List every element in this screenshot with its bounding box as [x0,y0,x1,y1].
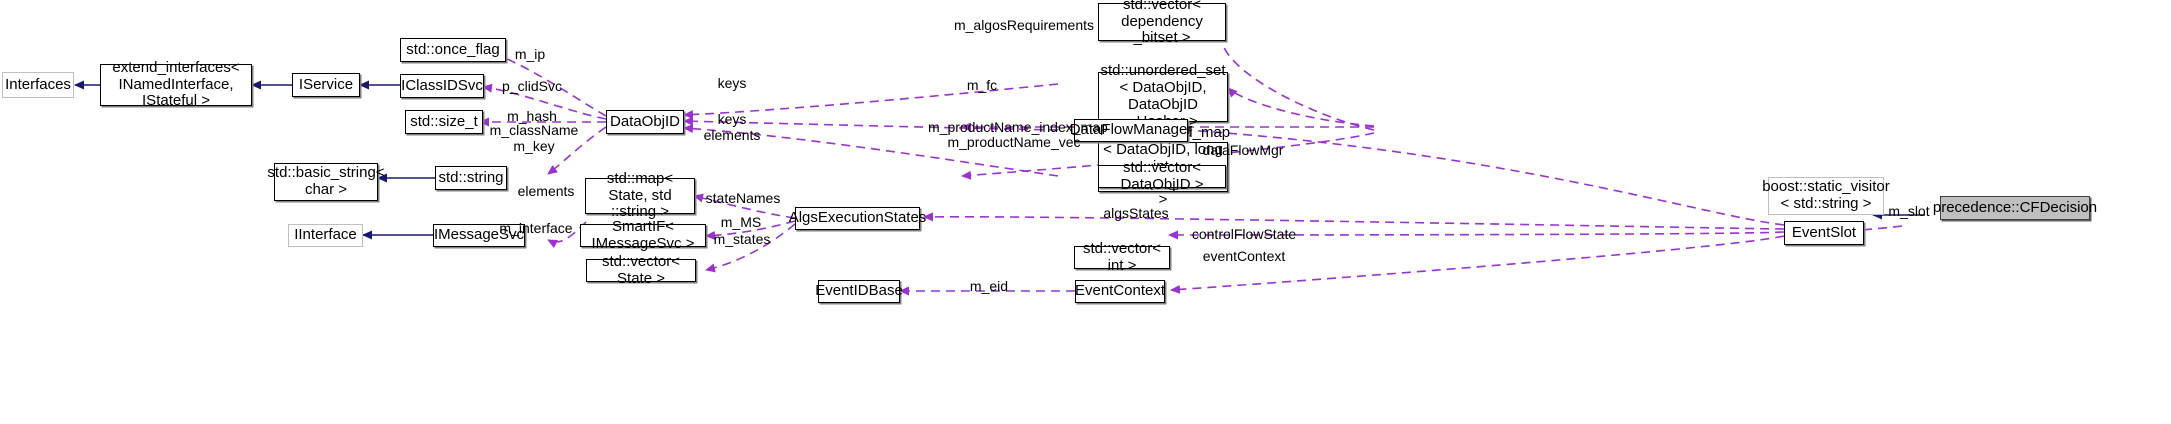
node-smartif-imessagesvc[interactable]: SmartIF< IMessageSvc > [580,218,706,251]
edge-label-m-fc: m_fc [966,77,998,93]
edge-label-keys-mid: keys [717,111,747,127]
node-iclassidsvc[interactable]: IClassIDSvc [400,74,484,98]
node-eventidbase[interactable]: EventIDBase [815,280,903,303]
edge-label-elements-left: elements [517,183,575,199]
node-std-vector-dataobjid[interactable]: std::vector< DataObjID > [1098,159,1226,192]
edge-label-m-ms: m_MS [720,214,762,230]
edge-label-p-clidsvc: p_clidSvc [502,78,562,94]
edge-label-m-interface: m_interface [499,220,573,236]
node-iinterface[interactable]: IInterface [288,224,363,247]
node-std-basic-string[interactable]: std::basic_string< char > [267,163,385,201]
edge-label-keys-top: keys [717,75,747,91]
node-std-once-flag[interactable]: std::once_flag [400,38,506,62]
edge-label-m-states: m_states [713,231,771,247]
node-std-vector-int[interactable]: std::vector< int > [1074,240,1170,273]
edge-label-m-algos-requirements: m_algosRequirements [953,17,1095,33]
edge-label-m-classname-m-key: m_className m_key [489,122,579,155]
edge-label-controlflowstate: controlFlowState [1191,226,1297,242]
node-iservice[interactable]: IService [292,73,360,97]
node-extend-interfaces[interactable]: extend_interfaces< INamedInterface, ISta… [100,59,252,109]
edge-label-dataflowmgr: dataFlowMgr [1202,142,1284,158]
edge-label-m-ip: m_ip [514,46,546,62]
node-imessagesvc[interactable]: IMessageSvc [433,224,525,247]
edge-label-m-productname-vec: m_productName_vec [947,134,1081,150]
edge-label-m-eid: m_eid [969,278,1009,294]
node-eventcontext[interactable]: EventContext [1075,280,1165,303]
node-std-size-t[interactable]: std::size_t [405,110,483,134]
node-algsexecutionstates[interactable]: AlgsExecutionStates [789,207,926,230]
node-std-vector-state[interactable]: std::vector< State > [586,253,696,286]
node-std-vector-dependency-bitset[interactable]: std::vector< dependency _bitset > [1098,0,1226,46]
edge-label-eventcontext: eventContext [1202,248,1286,264]
node-eventslot[interactable]: EventSlot [1784,221,1864,245]
node-std-unordered-set[interactable]: std::unordered_set < DataObjID, DataObjI… [1098,63,1228,130]
node-dataobjid[interactable]: DataObjID [606,110,684,134]
node-std-map-state-string[interactable]: std::map< State, std ::string > [585,170,695,220]
node-std-string[interactable]: std::string [435,166,507,190]
node-precedence-cfdecision[interactable]: precedence::CFDecision [1933,196,2097,220]
node-boost-static-visitor[interactable]: boost::static_visitor < std::string > [1762,177,1890,215]
edge-label-m-productname-index-map: m_productName_index_map [928,119,1108,135]
node-interfaces[interactable]: Interfaces [2,72,74,98]
edge-label-m-slot: m_slot [1888,203,1930,219]
edge-label-algsstates: algsStates [1103,205,1169,221]
edge-label-elements-right: elements [703,127,761,143]
edge-label-statenames: stateNames [705,190,781,206]
